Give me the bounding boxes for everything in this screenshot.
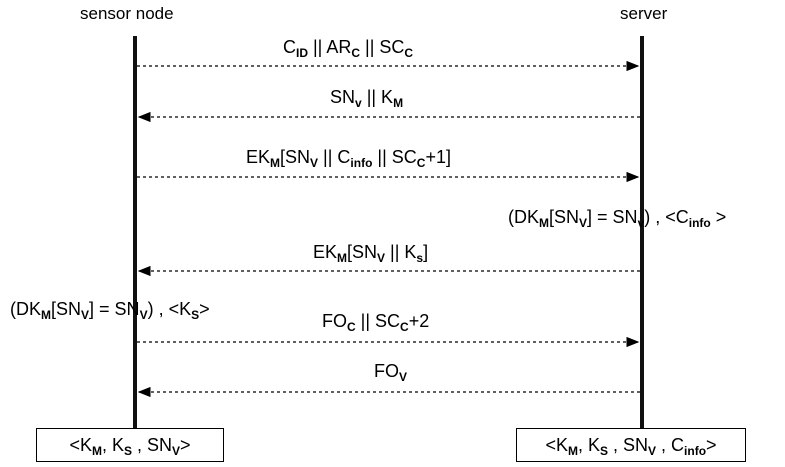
actor-sensor-node: sensor node [80,4,174,23]
actor-server: server [620,4,668,23]
sensor-verification-note: (DKM[SNV] = SNV) , <KS> [10,299,210,322]
message-label-3: EKM[SNV || Cinfo || SCC+1] [246,147,451,170]
server-verification-note: (DKM[SNV] = SNv) , <Cinfo > [508,207,727,230]
sensor-node-state-box: <KM, KS , SNV> [36,428,224,462]
lifeline-sensor-node [133,36,137,428]
message-label-1: CID || ARC || SCC [283,37,414,60]
message-label-2: SNv || KM [330,87,404,110]
lifeline-server [640,36,644,428]
server-state-box: <KM, KS , SNV , Cinfo> [516,428,746,462]
message-label-6: FOV [374,361,408,384]
message-label-5: FOC || SCC+2 [322,311,430,334]
message-label-4: EKM[SNV || Ks] [313,242,429,265]
